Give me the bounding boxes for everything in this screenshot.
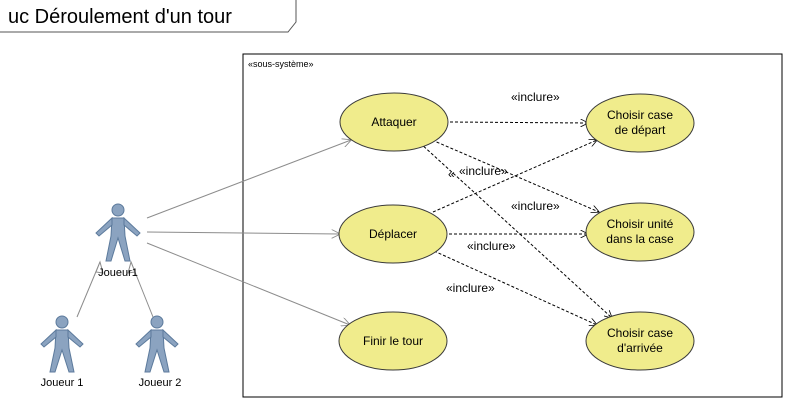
association-deplacer <box>146 232 340 234</box>
system-boundary: «sous-système» <box>242 53 783 398</box>
diagram-frame: uc Déroulement d'un tour <box>0 0 297 33</box>
use-case-ellipse[interactable] <box>339 92 449 152</box>
actor-joueur[interactable]: Joueur1 <box>95 203 141 279</box>
use-case-ellipse[interactable] <box>338 204 448 264</box>
actor-joueur-1[interactable]: Joueur 1 <box>40 315 84 389</box>
actor-joueur-2[interactable]: Joueur 2 <box>135 315 182 389</box>
actor-label: Joueur1 <box>98 267 138 279</box>
dep-attaquer-case-depart <box>449 122 588 123</box>
dep-attaquer-case-arrivee <box>419 142 612 318</box>
actor-icon <box>95 203 141 262</box>
use-case-ellipse[interactable] <box>585 93 695 153</box>
use-case-label: Finir le tour <box>363 334 423 348</box>
diagram-title: uc Déroulement d'un tour <box>8 6 232 28</box>
use-case-label-line-1: Choisir unité <box>607 217 674 231</box>
use-case-label-line-1: Choisir case <box>607 326 673 340</box>
use-case-ellipse[interactable] <box>585 202 695 262</box>
boundary-stereotype: «sous-système» <box>248 59 314 69</box>
generalization-arrowhead-2 <box>127 260 136 274</box>
include-label: «inclure» <box>467 239 516 253</box>
actor-icon <box>40 315 84 373</box>
association-finir <box>146 242 350 325</box>
actor-label: Joueur 2 <box>139 377 182 389</box>
use-case-ellipse[interactable] <box>338 311 448 371</box>
include-dependencies <box>419 122 612 325</box>
include-label: «inclure» <box>459 164 508 178</box>
use-case-label-line-2: de départ <box>615 123 666 137</box>
use-case-choisir-case-depart[interactable]: Choisir case de départ <box>585 93 695 153</box>
use-case-label: Déplacer <box>369 227 417 241</box>
use-case-choisir-unite[interactable]: Choisir unité dans la case <box>585 202 695 262</box>
use-case-ellipse[interactable] <box>585 311 695 371</box>
use-case-label-line-2: dans la case <box>606 232 674 246</box>
use-case-label-line-1: Choisir case <box>607 108 673 122</box>
include-label: «inclure» <box>511 199 560 213</box>
include-label: «inclure» <box>446 281 495 295</box>
relation-labels: «inclure» « «inclure» «inclure» «inclure… <box>446 90 560 295</box>
use-case-label: Attaquer <box>371 115 416 129</box>
boundary-rect <box>242 53 783 398</box>
use-case-finir-le-tour[interactable]: Finir le tour <box>338 311 448 371</box>
actor-icon <box>135 315 179 373</box>
associations <box>76 140 351 325</box>
use-case-choisir-case-arrivee[interactable]: Choisir case d'arrivée <box>585 311 695 371</box>
association-attaquer <box>146 140 351 219</box>
generalization-arrowhead-1 <box>95 260 104 274</box>
use-case-deplacer[interactable]: Déplacer <box>338 204 448 264</box>
include-mark: « <box>448 167 455 181</box>
frame-tab-outline <box>0 0 297 33</box>
use-case-attaquer[interactable]: Attaquer <box>339 92 449 152</box>
use-case-label-line-2: d'arrivée <box>617 341 663 355</box>
include-label: «inclure» <box>511 90 560 104</box>
actor-label: Joueur 1 <box>41 377 84 389</box>
